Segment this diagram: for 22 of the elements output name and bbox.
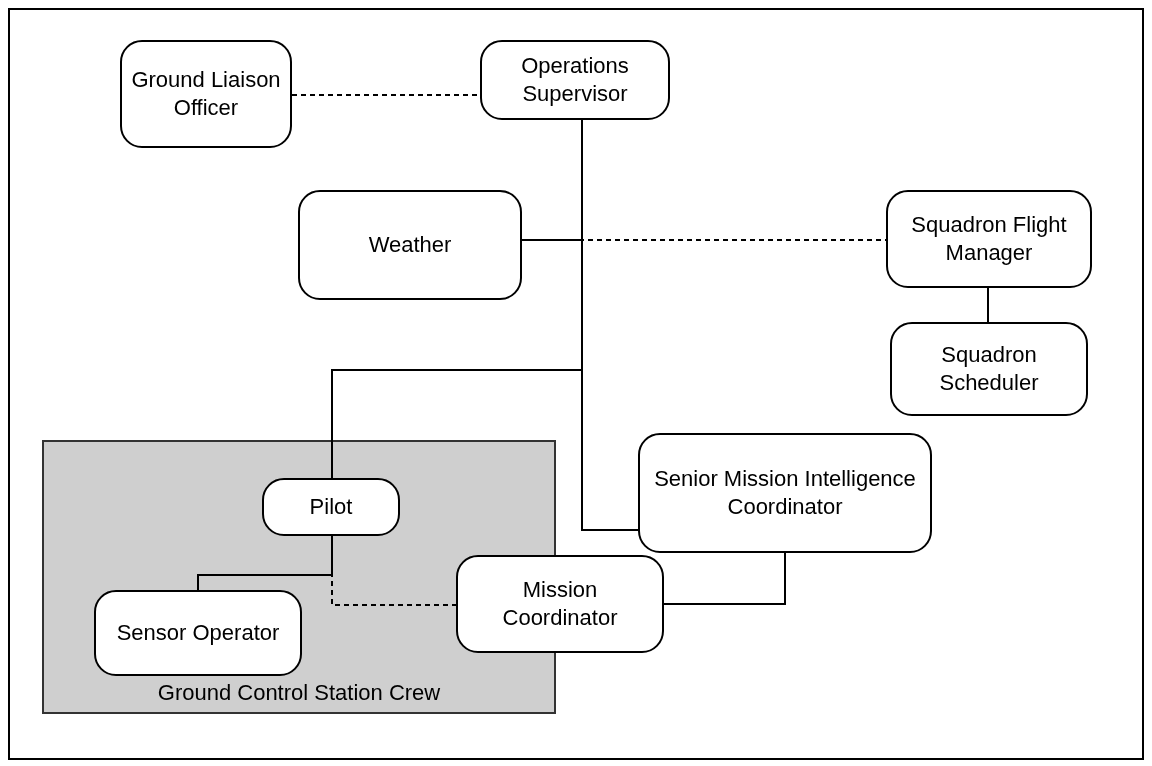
group-label: Ground Control Station Crew	[156, 679, 442, 707]
role-label: Squadron Flight Manager	[910, 211, 1068, 267]
role-label: Senior Mission Intelligence Coordinator	[653, 465, 917, 521]
role-box	[298, 190, 522, 300]
role-label: Weather	[368, 231, 452, 259]
role-label: Pilot	[309, 493, 353, 521]
role-box	[120, 40, 292, 148]
role-box	[480, 40, 670, 120]
role-label: Squadron Scheduler	[938, 341, 1040, 397]
role-label: Sensor Operator	[116, 619, 280, 647]
role-box	[890, 322, 1088, 416]
role-box	[886, 190, 1092, 288]
role-label: Mission Coordinator	[501, 576, 619, 632]
role-label: Operations Supervisor	[520, 52, 630, 108]
connector-line	[663, 552, 786, 605]
role-box	[262, 478, 400, 536]
role-box	[94, 590, 302, 676]
connector-line	[987, 287, 989, 323]
role-box	[638, 433, 932, 553]
role-box	[456, 555, 664, 653]
connector-line	[331, 535, 457, 606]
role-label: Ground Liaison Officer	[130, 66, 282, 122]
